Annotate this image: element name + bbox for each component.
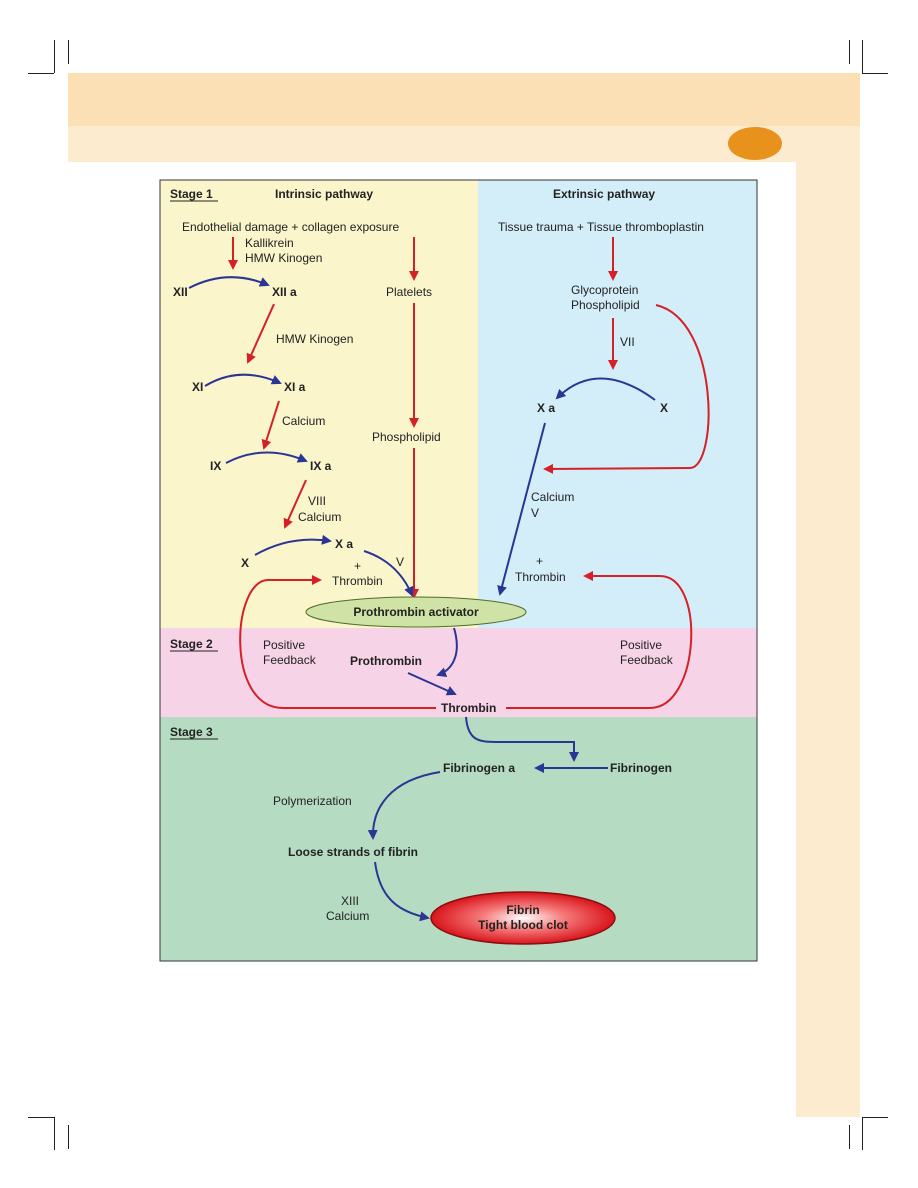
positive-feedback-label: Feedback (620, 653, 674, 667)
blue-arrow (367, 771, 441, 840)
stage2-panel (160, 628, 757, 717)
crop-mark (68, 40, 69, 64)
thrombin-center-label: Thrombin (441, 701, 496, 715)
header-band (68, 73, 860, 126)
crop-mark (68, 1125, 69, 1149)
xi-label: XI (192, 380, 203, 394)
crop-mark (849, 1125, 850, 1149)
plus-label: + (354, 559, 361, 573)
tight-blood-clot-label: Tight blood clot (478, 918, 568, 932)
blue-arrow (374, 861, 430, 922)
prothrombin-activator-label: Prothrombin activator (353, 605, 479, 619)
red-arrow (543, 304, 710, 474)
blue-arrow (254, 534, 332, 556)
loose-strands-label: Loose strands of fibrin (288, 845, 418, 859)
viii-label: VIII (308, 494, 326, 508)
calcium-label: Calcium (282, 414, 325, 428)
positive-feedback-label: Feedback (263, 653, 317, 667)
xii-label: XII (173, 285, 188, 299)
xa-label: X a (537, 401, 555, 415)
calcium-label: Calcium (298, 510, 341, 524)
red-arrow (506, 571, 693, 709)
red-arrow (246, 303, 275, 364)
crop-mark (862, 1117, 888, 1118)
ix-a-label: IX a (310, 459, 332, 473)
extrinsic-panel (478, 180, 757, 628)
stage1-label: Stage 1 (170, 187, 213, 201)
xii-a-label: XII a (272, 285, 297, 299)
blue-arrow (225, 451, 308, 464)
endothelial-label: Endothelial damage + collagen exposure (182, 220, 399, 234)
x-label: X (241, 556, 249, 570)
red-arrow (283, 479, 307, 529)
kallikrein-label: Kallikrein (245, 236, 294, 250)
fibrinogen-a-label: Fibrinogen a (443, 761, 515, 775)
vii-label: VII (620, 335, 635, 349)
tight-blood-clot-node (430, 891, 616, 945)
blue-arrow (555, 377, 656, 401)
crop-mark (862, 1117, 863, 1150)
prothrombin-activator-node (305, 596, 527, 628)
crop-mark (862, 40, 863, 73)
crop-mark (862, 73, 888, 74)
blue-arrow (465, 716, 579, 762)
calcium-label: Calcium (326, 909, 369, 923)
fibrin-label: Fibrin (506, 903, 539, 917)
hmw-kinogen-label: HMW Kinogen (276, 332, 353, 346)
tissue-label: Tissue trauma + Tissue thromboplastin (498, 220, 704, 234)
page-marker (728, 127, 782, 160)
polymerization-label: Polymerization (273, 794, 352, 808)
v-label: V (531, 506, 539, 520)
extrinsic-title: Extrinsic pathway (553, 187, 655, 201)
blue-arrow (363, 550, 414, 597)
ix-label: IX (210, 459, 221, 473)
intrinsic-panel (160, 180, 478, 628)
blue-arrow (188, 276, 270, 289)
xa-label: X a (335, 537, 353, 551)
crop-mark (54, 40, 55, 73)
stage3-label: Stage 3 (170, 725, 213, 739)
blue-arrow (407, 672, 457, 696)
crop-mark (28, 1117, 54, 1118)
xiii-label: XIII (341, 894, 359, 908)
platelets-label: Platelets (386, 285, 432, 299)
plus-label: + (536, 554, 543, 568)
hmw-kinogen-label: HMW Kinogen (245, 251, 322, 265)
xi-a-label: XI a (284, 380, 306, 394)
crop-mark (28, 73, 54, 74)
phospholipid-label: Phospholipid (372, 430, 441, 444)
side-margin-band (796, 162, 860, 1117)
crop-mark (849, 40, 850, 64)
phospholipid-label: Phospholipid (571, 298, 640, 312)
prothrombin-label: Prothrombin (350, 654, 422, 668)
positive-feedback-label: Positive (620, 638, 662, 652)
intrinsic-title: Intrinsic pathway (275, 187, 373, 201)
thrombin-label: Thrombin (515, 570, 566, 584)
blue-arrow (204, 373, 282, 387)
crop-mark (54, 1117, 55, 1150)
red-arrow (261, 400, 280, 450)
red-arrow (239, 575, 436, 709)
fibrinogen-label: Fibrinogen (610, 761, 672, 775)
thrombin-label: Thrombin (332, 574, 383, 588)
glycoprotein-label: Glycoprotein (571, 283, 638, 297)
v-label: V (396, 555, 404, 569)
stage2-label: Stage 2 (170, 637, 213, 651)
calcium-label: Calcium (531, 490, 574, 504)
blue-arrow (436, 627, 458, 678)
x-label: X (660, 401, 668, 415)
diagram-border (159, 179, 758, 962)
positive-feedback-label: Positive (263, 638, 305, 652)
blue-arrow (497, 422, 546, 596)
